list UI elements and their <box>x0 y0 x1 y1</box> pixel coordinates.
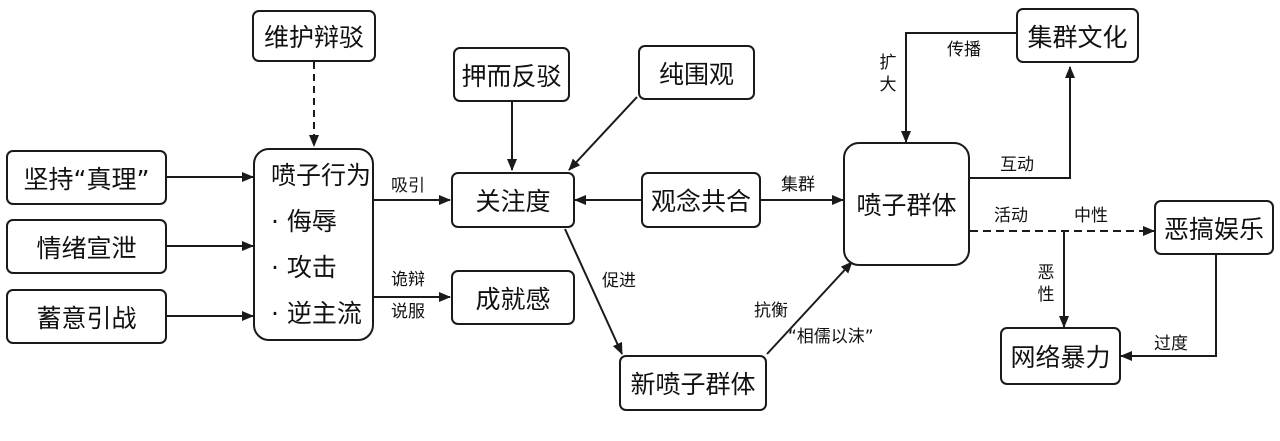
label-attract: 吸引 <box>391 176 425 196</box>
node-spoof: 恶搞娱乐 <box>1154 200 1274 255</box>
label-resist: 抗衡 <box>754 301 788 321</box>
label-malicious: 恶性 <box>1037 263 1055 305</box>
node-insist: 坚持“真理” <box>6 150 167 205</box>
node-group: 喷子群体 <box>843 142 970 266</box>
label-spread: 传播 <box>947 40 981 60</box>
label-quibble-bottom: 说服 <box>391 302 425 322</box>
label-quibble-top: 诡辩 <box>391 270 425 290</box>
arrow-newgroup-to-group <box>766 261 853 355</box>
label-excess: 过度 <box>1154 334 1188 354</box>
arrow-culture-to-group <box>901 32 1016 143</box>
label-interact: 互动 <box>1000 155 1034 175</box>
node-culture: 集群文化 <box>1016 8 1139 63</box>
node-vent: 情绪宣泄 <box>6 219 167 274</box>
label-mutual: “相儒以沫” <box>788 327 874 347</box>
label-cluster: 集群 <box>781 175 815 195</box>
node-spray-behavior: 喷子行为 · 侮辱 · 攻击 · 逆主流 <box>253 148 374 341</box>
spray-item-insult: · 侮辱 <box>271 206 337 236</box>
label-promote: 促进 <box>602 271 636 291</box>
label-expand: 扩大 <box>879 53 897 95</box>
node-provoke: 蓄意引战 <box>6 289 167 344</box>
arrow-spoof-to-violence <box>1120 255 1217 361</box>
node-achievement: 成就感 <box>451 270 575 325</box>
arrow-attention-to-newgroup <box>564 228 623 355</box>
node-new-group: 新喷子群体 <box>619 355 767 411</box>
spray-item-attack: · 攻击 <box>271 252 337 282</box>
node-violence: 网络暴力 <box>1000 327 1121 385</box>
node-consensus: 观念共合 <box>641 172 761 228</box>
node-watch: 纯围观 <box>638 45 755 100</box>
node-rebut: 押而反驳 <box>453 47 570 102</box>
label-neutral: 中性 <box>1074 206 1108 226</box>
spray-item-contrarian: · 逆主流 <box>271 298 362 328</box>
spray-title: 喷子行为 <box>271 160 372 190</box>
node-defend: 维护辩驳 <box>252 10 376 62</box>
node-attention: 关注度 <box>451 172 575 228</box>
label-activity: 活动 <box>994 206 1028 226</box>
arrow-group-to-culture <box>970 66 1075 179</box>
arrow-watch-to-attention <box>568 96 638 171</box>
